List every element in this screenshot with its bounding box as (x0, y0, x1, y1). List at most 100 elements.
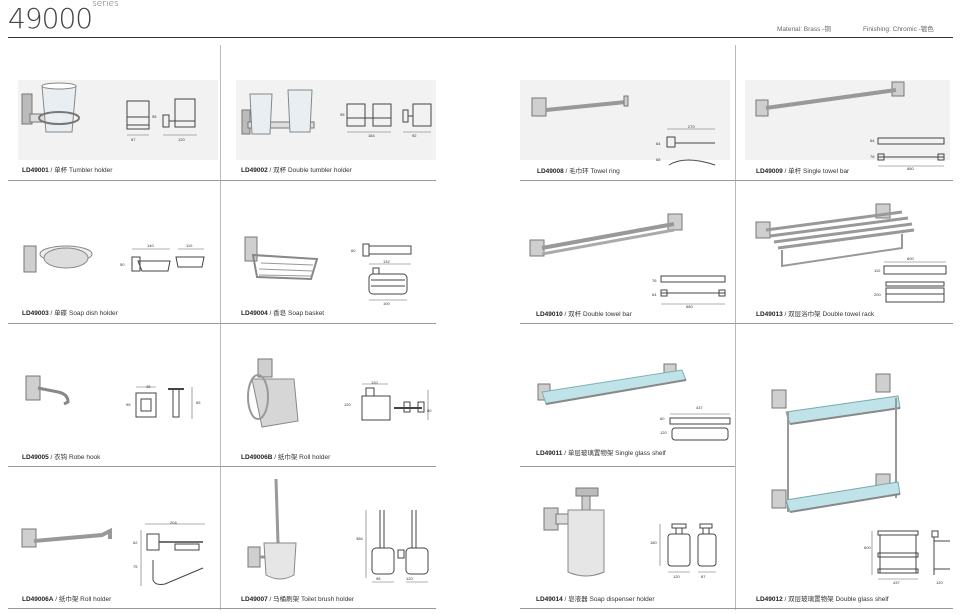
panel-bg (520, 80, 730, 160)
product-code: LD49010 (536, 311, 563, 318)
dim-label: 680 (686, 304, 693, 309)
dim-label: 180 (650, 540, 657, 545)
roll-holder-cover-image (247, 358, 299, 428)
product-name: 单杆 Single towel bar (788, 168, 850, 175)
toilet-brush-holder-drawing (365, 510, 429, 583)
product-label: LD49006B / 纸巾架 Roll holder (241, 454, 331, 461)
finish-text: Finishing: Chromic -镀色 (863, 26, 934, 33)
double-towel-bar-image (529, 213, 683, 257)
product-name: 单杯 Tumbler holder (54, 167, 113, 174)
dim-label: 600 (907, 256, 914, 261)
double-glass-shelf-drawing (871, 530, 950, 580)
product-name: 单层玻璃置物架 Single glass shelf (567, 450, 666, 457)
product-label: LD49009 / 单杆 Single towel bar (756, 168, 850, 175)
product-label: LD49001 / 单杯 Tumbler holder (22, 167, 113, 174)
product-label: LD49013 / 双层浴巾架 Double towel rack (756, 311, 875, 318)
soap-dish-drawing (131, 248, 205, 272)
row-divider-right-1 (520, 180, 953, 181)
dim-label: 80 (427, 408, 432, 413)
row-divider-left-1 (8, 180, 436, 181)
row-divider-right-2 (520, 323, 953, 324)
double-glass-shelf-image (771, 373, 901, 513)
dim-label: 110 (874, 268, 881, 273)
dim-label: 100 (383, 301, 390, 306)
product-code: LD49001 (22, 167, 49, 174)
row-divider-left-2 (8, 323, 436, 324)
dim-label: 270 (688, 124, 695, 129)
series-title: 49000series (8, 0, 119, 35)
roll-holder-cover-drawing (361, 383, 429, 421)
soap-basket-image (244, 236, 319, 281)
product-name: 单碟 Soap dish holder (54, 310, 118, 317)
series-number: 49000 (8, 2, 93, 35)
dim-label: 95 (340, 112, 345, 117)
row-divider-left-3 (8, 466, 436, 467)
single-glass-shelf-image (537, 363, 687, 405)
product-label: LD49005 / 衣钩 Robe hook (22, 454, 101, 461)
dim-label: 120 (673, 574, 680, 579)
divider-v2 (735, 45, 736, 610)
product-label: LD49011 / 单层玻璃置物架 Single glass shelf (536, 450, 666, 457)
dim-label: 204 (170, 520, 177, 525)
dim-label: 60 (660, 416, 665, 421)
dim-label: 92 (412, 133, 417, 138)
product-label: LD49004 / 香皂 Soap basket (241, 310, 325, 317)
single-towel-bar-image (755, 81, 905, 117)
dim-label: 140 (147, 243, 154, 248)
product-code: LD49007 (241, 596, 268, 603)
dim-label: 110 (186, 243, 193, 248)
product-name: 纸巾架 Roll holder (277, 454, 331, 461)
product-code: LD49004 (241, 310, 268, 317)
product-code: LD49012 (756, 596, 783, 603)
product-name: 香皂 Soap basket (273, 310, 325, 317)
double-tumbler-holder-drawing (346, 103, 432, 133)
dim-label: 75 (133, 564, 138, 569)
product-name: 双杯 Double tumbler holder (273, 167, 352, 174)
dim-label: 120 (660, 430, 667, 435)
dim-label: 95 (126, 402, 131, 407)
product-label: LD49007 / 马桶刷架 Toilet brush holder (241, 596, 355, 603)
product-code: LD49005 (22, 454, 49, 461)
header-rule (8, 37, 953, 38)
product-code: LD49011 (536, 450, 563, 457)
panel-bg (745, 80, 950, 160)
soap-dispenser-image (543, 487, 605, 577)
series-suffix: series (92, 0, 119, 9)
double-towel-rack-image (755, 203, 915, 268)
product-label: LD49008 / 毛巾环 Towel ring (537, 168, 620, 175)
dim-label: 62 (133, 540, 138, 545)
single-towel-bar-drawing (877, 137, 945, 167)
robe-hook-drawing (135, 386, 193, 419)
product-label: LD49006A / 纸巾架 Roll holder (22, 596, 112, 603)
dim-label: 68 (656, 157, 661, 162)
single-glass-shelf-drawing (669, 413, 731, 441)
double-towel-bar-drawing (660, 275, 726, 305)
dim-label: 64 (656, 141, 661, 146)
dim-label: 680 (907, 166, 914, 171)
dim-label: 50 (120, 262, 125, 267)
product-code: LD49009 (756, 168, 783, 175)
product-name: 衣钩 Robe hook (54, 454, 101, 461)
dim-label: 386 (356, 536, 363, 541)
product-name: 双层玻璃置物架 Double glass shelf (788, 596, 889, 603)
dim-label: 120 (178, 137, 185, 142)
product-code: LD49003 (22, 310, 49, 317)
dim-label: 600 (864, 545, 871, 550)
dim-label: 87 (701, 574, 706, 579)
dim-label: 60 (351, 248, 356, 253)
dim-label: 120 (936, 580, 943, 585)
product-name: 毛巾环 Towel ring (569, 168, 620, 175)
row-divider-right-4 (520, 608, 953, 609)
tumbler-holder-drawing (126, 98, 197, 136)
dim-label: 76 (870, 154, 875, 159)
soap-dispenser-drawing (659, 523, 717, 573)
dim-label: 45 (146, 384, 151, 389)
robe-hook-image (25, 375, 70, 406)
product-name: 双层浴巾架 Double towel rack (788, 311, 875, 318)
dim-label: 120 (344, 402, 351, 407)
soap-basket-drawing (362, 243, 412, 301)
dim-label: 437 (696, 405, 703, 410)
product-code: LD49013 (756, 311, 783, 318)
dim-label: 95 (152, 114, 157, 119)
product-code: LD49008 (537, 168, 564, 175)
